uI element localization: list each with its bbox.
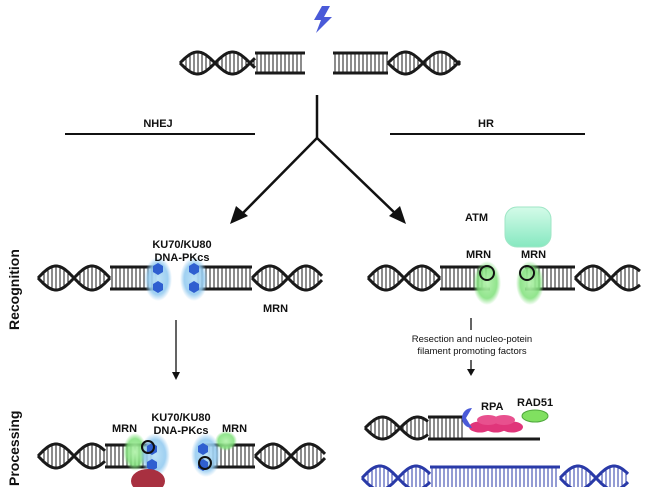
dna-nhej-processing-left (36, 442, 107, 470)
arrowhead-right (389, 206, 406, 224)
nhej-down-arrowhead (172, 372, 180, 380)
dna-hr-processing-duplex (428, 415, 465, 441)
mrn-processing-right-label: MRN (222, 423, 247, 435)
artemis-protein (131, 469, 165, 487)
ku-complex-recognition (144, 257, 208, 301)
dna-hr-template-duplex (430, 465, 560, 487)
ku-complex-processing-right (191, 433, 221, 477)
mrn-complex-hr-left (473, 261, 501, 305)
dna-hr-template-right (558, 464, 630, 487)
dna-top-right-duplex (333, 51, 388, 75)
nhej-label: NHEJ (143, 118, 172, 130)
mrn-hr-label-2: MRN (521, 249, 546, 261)
dna-hr-recognition-right (573, 264, 641, 292)
dna-pkcs-processing-label: DNA-PKcs (153, 425, 208, 437)
dna-hr-template-left (360, 464, 432, 487)
ku70-ku80-processing-label: KU70/KU80 (151, 412, 210, 424)
dna-top-right-segment (386, 50, 462, 76)
processing-stage-label: Processing (6, 411, 22, 486)
dna-top-left-duplex (255, 51, 305, 75)
rpa-label: RPA (481, 401, 503, 413)
lightning-bolt-icon (314, 6, 332, 33)
mrn-complex-hr-right (516, 261, 544, 305)
arrowhead-left (230, 206, 248, 224)
mrn-complex-processing-right (215, 431, 237, 451)
recognition-stage-label: Recognition (6, 249, 22, 330)
dna-nhej-recognition-right (250, 264, 324, 292)
rpa-complex (469, 415, 523, 433)
resection-label-line1: Resection and nucleo-potein (412, 334, 532, 345)
branch-right-line (316, 137, 399, 217)
hr-down-arrowhead (467, 369, 475, 376)
mrn-processing-left-label: MRN (112, 423, 137, 435)
hr-label: HR (478, 118, 494, 130)
rpa-partner-protein (462, 408, 472, 428)
dna-nhej-recognition-left (36, 264, 112, 292)
dna-pkcs-label: DNA-PKcs (154, 252, 209, 264)
rad51-protein (521, 409, 549, 423)
ku-complex-processing-left (140, 433, 170, 477)
dna-hr-recognition-left (366, 264, 442, 292)
branch-connectors (239, 95, 399, 217)
dna-nhej-processing-right (253, 442, 327, 470)
rad51-label: RAD51 (517, 397, 553, 409)
atm-protein (504, 206, 552, 248)
atm-label: ATM (465, 212, 488, 224)
branch-left-line (239, 137, 318, 217)
resection-label-line2: filament promoting factors (417, 346, 527, 357)
dna-layer (36, 50, 641, 487)
mrn-hr-label-1: MRN (466, 249, 491, 261)
ku70-ku80-label: KU70/KU80 (152, 239, 211, 251)
mrn-left-recognition-label: MRN (263, 303, 288, 315)
dna-hr-processing-strand (363, 415, 429, 441)
dna-top-left-segment (178, 50, 257, 76)
